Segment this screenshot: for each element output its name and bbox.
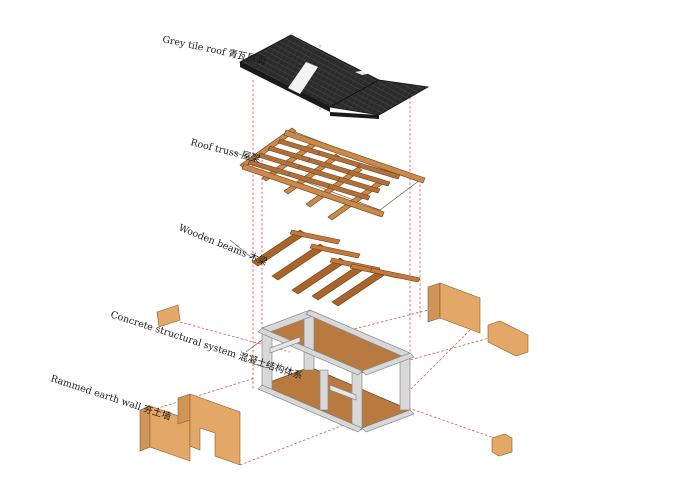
leader-lines <box>229 57 263 353</box>
label-wooden-beams: Wooden beams 木梁 <box>177 222 270 269</box>
grey-tile-roof <box>239 34 430 119</box>
roof-truss <box>239 127 426 221</box>
wooden-beams <box>251 229 421 307</box>
concrete-frame <box>257 309 415 433</box>
label-rammed-earth-wall: Rammed earth wall 夯土墙 <box>49 372 173 422</box>
label-concrete-structural-system: Concrete structural system 混凝土结构体系 <box>109 308 304 382</box>
label-roof-truss: Roof truss 屋架 <box>189 137 261 165</box>
rammed-earth-walls <box>139 282 529 466</box>
label-grey-tile-roof: Grey tile roof 青瓦屋面 <box>161 33 266 67</box>
